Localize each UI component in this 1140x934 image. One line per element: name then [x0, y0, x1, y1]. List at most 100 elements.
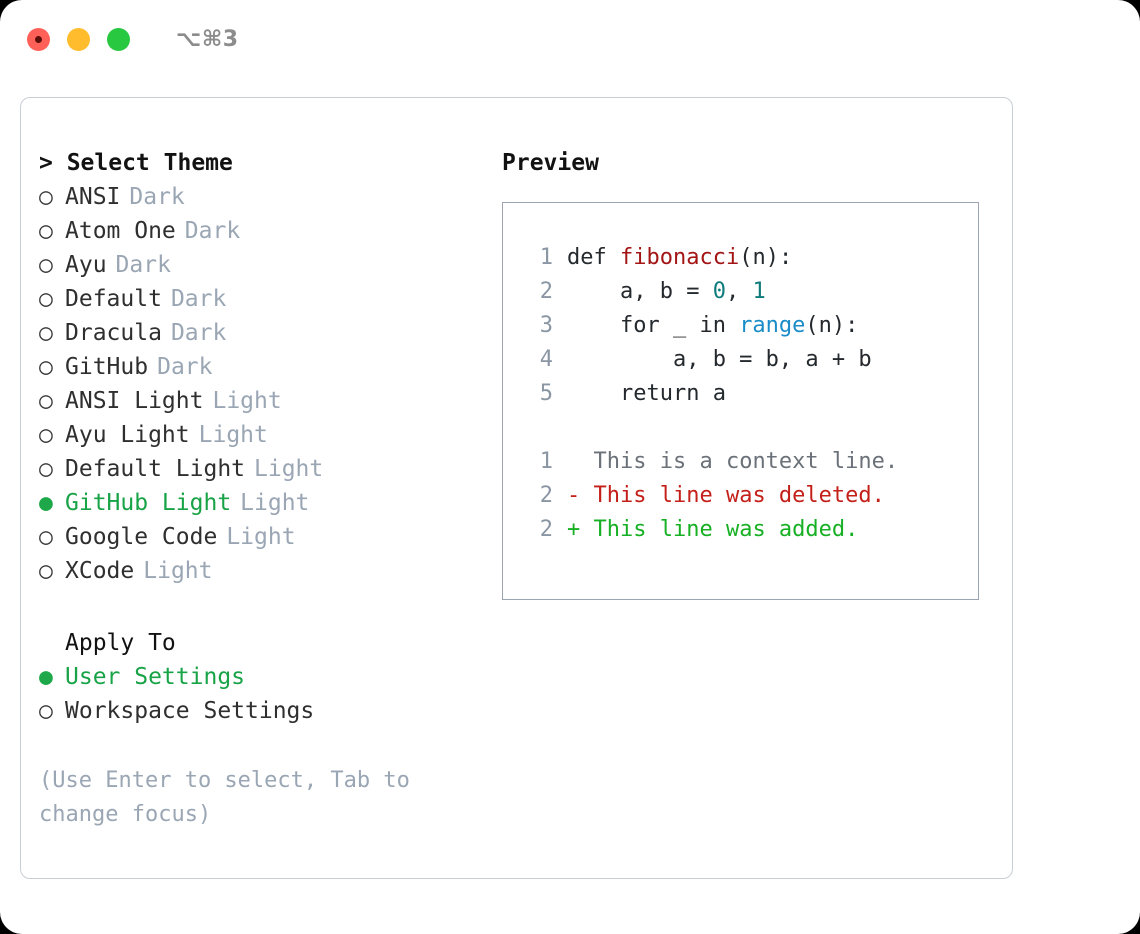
diff-content: This line was added.: [593, 517, 859, 542]
theme-option-tag: Dark: [184, 218, 241, 244]
code-content: a, b = 0, 1: [567, 275, 766, 309]
code-diff-spacer: [523, 411, 978, 445]
radio-icon: ○: [39, 456, 53, 482]
window-controls: [27, 27, 130, 51]
line-number: 5: [539, 381, 553, 406]
radio-selected-icon: ●: [39, 490, 53, 516]
diff-content: This is a context line.: [593, 449, 899, 474]
theme-selector-panel: > Select Theme ○ ANSI Dark ○ Atom One Da…: [20, 97, 1013, 879]
radio-icon: ○: [39, 252, 53, 278]
code-sample: 1 def fibonacci(n): 2 a, b = 0, 1 3 for …: [523, 241, 978, 411]
theme-option-label: GitHub: [65, 354, 149, 380]
theme-option-tag: Light: [198, 422, 268, 448]
line-number: 1: [539, 245, 553, 270]
preview-column: Preview 1 def fibonacci(n): 2 a, b = 0, …: [502, 146, 992, 600]
keyboard-hint-text: (Use Enter to select, Tab to change focu…: [39, 768, 424, 827]
theme-option-ayu-light[interactable]: ○ Ayu Light Light: [39, 418, 499, 452]
radio-icon: ○: [39, 524, 53, 550]
code-content: return a: [567, 381, 726, 406]
radio-icon: ○: [39, 320, 53, 346]
keyboard-shortcut-label: ⌥⌘3: [176, 26, 239, 52]
code-line: 3 for _ in range(n):: [523, 309, 978, 343]
diff-sign: -: [567, 483, 594, 508]
code-content: a, b = b, a + b: [567, 347, 872, 372]
theme-option-label: Ayu Light: [65, 422, 190, 448]
title-bar: ⌥⌘3: [0, 0, 1140, 78]
theme-option-label: XCode: [65, 558, 135, 584]
code-token-number: 1: [752, 279, 766, 304]
theme-option-tag: Light: [212, 388, 282, 414]
apply-to-option-workspace-settings[interactable]: ○ Workspace Settings: [39, 694, 499, 728]
code-content: for _ in range(n):: [567, 309, 858, 343]
select-theme-heading: > Select Theme: [39, 150, 233, 176]
theme-option-tag: Light: [240, 490, 310, 516]
theme-option-dracula[interactable]: ○ Dracula Dark: [39, 316, 499, 350]
code-token-call: range: [739, 313, 806, 338]
theme-option-google-code[interactable]: ○ Google Code Light: [39, 520, 499, 554]
radio-icon: ○: [39, 286, 53, 312]
theme-option-ansi[interactable]: ○ ANSI Dark: [39, 180, 499, 214]
apply-to-heading: Apply To: [65, 630, 176, 656]
code-token: def: [567, 245, 620, 270]
maximize-button[interactable]: [107, 27, 130, 51]
theme-option-xcode[interactable]: ○ XCode Light: [39, 554, 499, 588]
code-token-number: 0: [712, 279, 726, 304]
code-token: a, b =: [567, 279, 713, 304]
line-number: 4: [539, 347, 553, 372]
code-line: 5 return a: [523, 377, 978, 411]
code-line: 1 def fibonacci(n):: [523, 241, 978, 275]
line-number: 2: [539, 483, 553, 508]
theme-option-ansi-light[interactable]: ○ ANSI Light Light: [39, 384, 499, 418]
diff-line-context: 1 This is a context line.: [523, 445, 978, 479]
diff-sign: +: [567, 517, 594, 542]
theme-option-default[interactable]: ○ Default Dark: [39, 282, 499, 316]
theme-option-label: ANSI Light: [65, 388, 204, 414]
theme-option-tag: Dark: [170, 320, 227, 346]
line-number: 2: [539, 517, 553, 542]
radio-icon: ○: [39, 558, 53, 584]
theme-option-github-light[interactable]: ● GitHub Light Light: [39, 486, 499, 520]
line-number: 3: [539, 313, 553, 338]
radio-icon: ○: [39, 354, 53, 380]
radio-icon: ○: [39, 218, 53, 244]
code-line: 4 a, b = b, a + b: [523, 343, 978, 377]
code-token: for _ in: [567, 313, 740, 338]
radio-selected-icon: ●: [39, 664, 53, 690]
diff-line-added: 2 + This line was added.: [523, 513, 978, 547]
line-number: 2: [539, 279, 553, 304]
theme-option-label: Default: [65, 286, 162, 312]
apply-to-option-user-settings[interactable]: ● User Settings: [39, 660, 499, 694]
apply-to-option-label: User Settings: [65, 664, 246, 690]
theme-option-github[interactable]: ○ GitHub Dark: [39, 350, 499, 384]
code-token-function: fibonacci: [619, 245, 740, 270]
theme-option-atom-one[interactable]: ○ Atom One Dark: [39, 214, 499, 248]
diff-sample: 1 This is a context line. 2 - This line …: [523, 445, 978, 547]
theme-option-tag: Light: [143, 558, 213, 584]
diff-sign: [567, 445, 594, 479]
minimize-button[interactable]: [67, 27, 90, 51]
theme-option-label: Google Code: [65, 524, 218, 550]
radio-icon: ○: [39, 698, 53, 724]
theme-option-ayu[interactable]: ○ Ayu Dark: [39, 248, 499, 282]
theme-list-column: > Select Theme ○ ANSI Dark ○ Atom One Da…: [39, 146, 499, 832]
theme-option-default-light[interactable]: ○ Default Light Light: [39, 452, 499, 486]
theme-option-tag: Dark: [157, 354, 213, 380]
code-token: (n):: [805, 313, 859, 338]
theme-option-label: Atom One: [65, 218, 176, 244]
theme-option-tag: Dark: [129, 184, 185, 210]
theme-option-label: Default Light: [65, 456, 246, 482]
diff-line-deleted: 2 - This line was deleted.: [523, 479, 978, 513]
apply-to-option-label: Workspace Settings: [65, 698, 315, 724]
code-line: 2 a, b = 0, 1: [523, 275, 978, 309]
theme-options-list: ○ ANSI Dark ○ Atom One Dark ○ Ayu Dark: [39, 180, 499, 588]
theme-option-label: ANSI: [65, 184, 121, 210]
radio-icon: ○: [39, 184, 53, 210]
code-token: ,: [725, 279, 753, 304]
line-number: 1: [539, 449, 553, 474]
radio-icon: ○: [39, 388, 53, 414]
close-button[interactable]: [27, 27, 50, 51]
theme-option-tag: Light: [254, 456, 324, 482]
code-token: (n):: [739, 245, 793, 270]
theme-option-label: Ayu: [65, 252, 107, 278]
